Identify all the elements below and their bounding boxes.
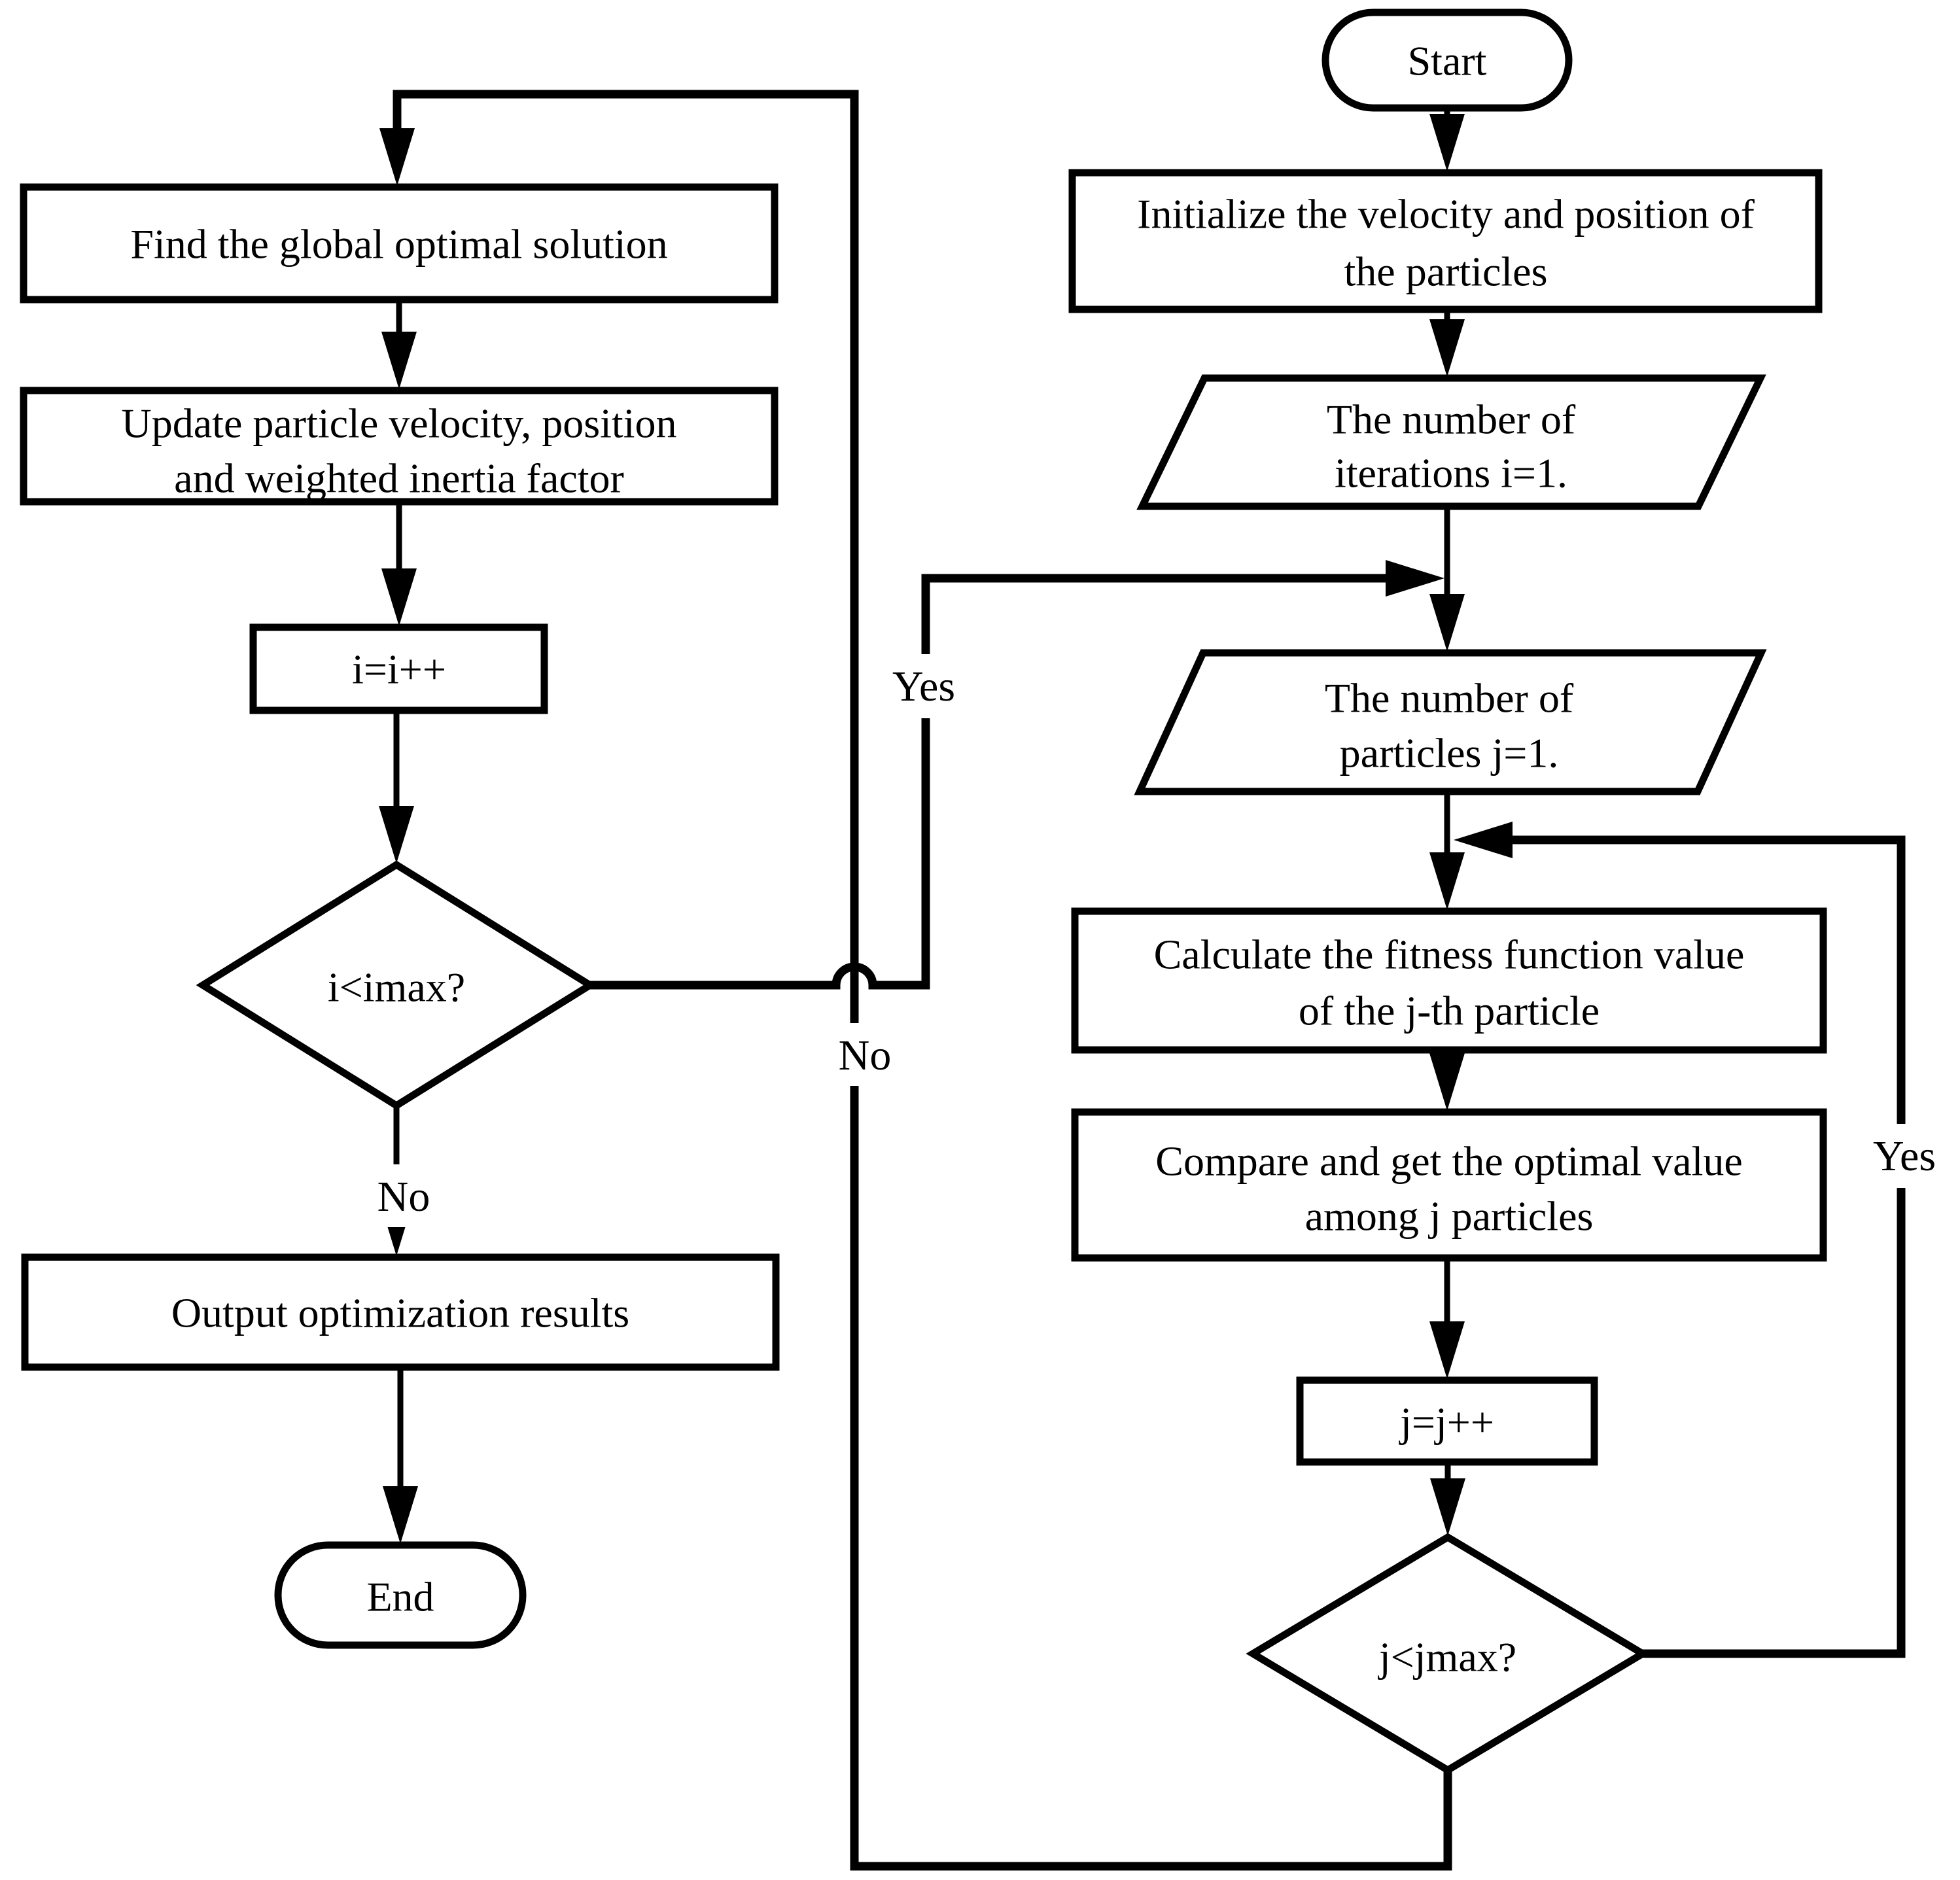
edge-j-no-return (393, 90, 1452, 1871)
arrowhead-j-decision (1430, 1478, 1465, 1536)
update-particle-label-line2: and weighted inertia factor (174, 455, 624, 501)
i-yes-edge-label: Yes (892, 663, 955, 710)
i-decision-diamond (196, 860, 597, 1110)
compare-label-line1: Compare and get the optimal value (1155, 1138, 1743, 1184)
edge-i-yes-loop (590, 574, 1386, 990)
end-label: End (366, 1573, 434, 1620)
arrowhead-j-yes-merge (1454, 822, 1513, 858)
arrowhead-j-increment (1429, 1321, 1465, 1379)
initialize-label-line1: Initialize the velocity and position of (1137, 190, 1755, 237)
arrowhead-i-yes-merge (1386, 560, 1444, 597)
arrowhead-initialize (1429, 114, 1465, 171)
i-no-label-bg (353, 1164, 453, 1227)
i-increment-label: i=i++ (352, 646, 446, 692)
particles-label-line2: particles j=1. (1340, 729, 1559, 776)
j-decision-label: j<jmax? (1378, 1633, 1516, 1680)
calculate-process-box (1071, 907, 1827, 1054)
arrowhead-update (381, 332, 417, 389)
calculate-label-line1: Calculate the fitness function value (1154, 931, 1745, 977)
edge-j-yes-loop (1513, 835, 1906, 1658)
j-no-edge-label: No (839, 1032, 892, 1079)
arrowhead-i-decision (379, 806, 414, 863)
find-global-process-box (20, 183, 779, 304)
i-decision-label: i<imax? (328, 964, 465, 1010)
output-label: Output optimization results (171, 1289, 629, 1336)
j-no-label-bg (813, 1023, 919, 1086)
particles-label-line1: The number of (1325, 674, 1574, 721)
arrowhead-end (383, 1486, 418, 1544)
j-increment-label: j=j++ (1399, 1399, 1494, 1445)
find-global-label: Find the global optimal solution (130, 220, 667, 267)
end-terminator (274, 1541, 527, 1649)
compare-process-box (1071, 1108, 1827, 1262)
update-particle-label-line1: Update particle velocity, position (122, 400, 677, 446)
arrowhead-particles (1429, 594, 1465, 652)
i-yes-label-bg (879, 654, 970, 718)
arrowhead-into-find-box (379, 128, 415, 186)
arrowhead-compare (1429, 1053, 1465, 1111)
output-process-box (21, 1253, 780, 1371)
update-particle-process-box (20, 387, 779, 506)
compare-label-line2: among j particles (1305, 1192, 1594, 1239)
j-decision-diamond (1246, 1533, 1650, 1775)
initialize-process-box (1068, 169, 1823, 313)
arrowhead-calculate (1429, 852, 1465, 910)
particles-data-parallelogram (1134, 649, 1767, 795)
iterations-data-parallelogram (1136, 374, 1766, 510)
initialize-label-line2: the particles (1344, 248, 1548, 294)
arrowhead-iterations (1429, 319, 1465, 377)
j-yes-label-bg (1851, 1124, 1957, 1188)
j-increment-process-box (1296, 1376, 1598, 1466)
start-label: Start (1408, 37, 1487, 84)
calculate-label-line2: of the j-th particle (1299, 987, 1600, 1034)
i-increment-process-box (249, 623, 548, 714)
arrowhead-i-increment (381, 568, 417, 626)
i-no-edge-label: No (377, 1173, 430, 1221)
j-yes-edge-label: Yes (1873, 1132, 1936, 1180)
iterations-label-line1: The number of (1327, 396, 1576, 442)
start-terminator (1321, 9, 1573, 112)
iterations-label-line2: iterations i=1. (1335, 449, 1567, 496)
